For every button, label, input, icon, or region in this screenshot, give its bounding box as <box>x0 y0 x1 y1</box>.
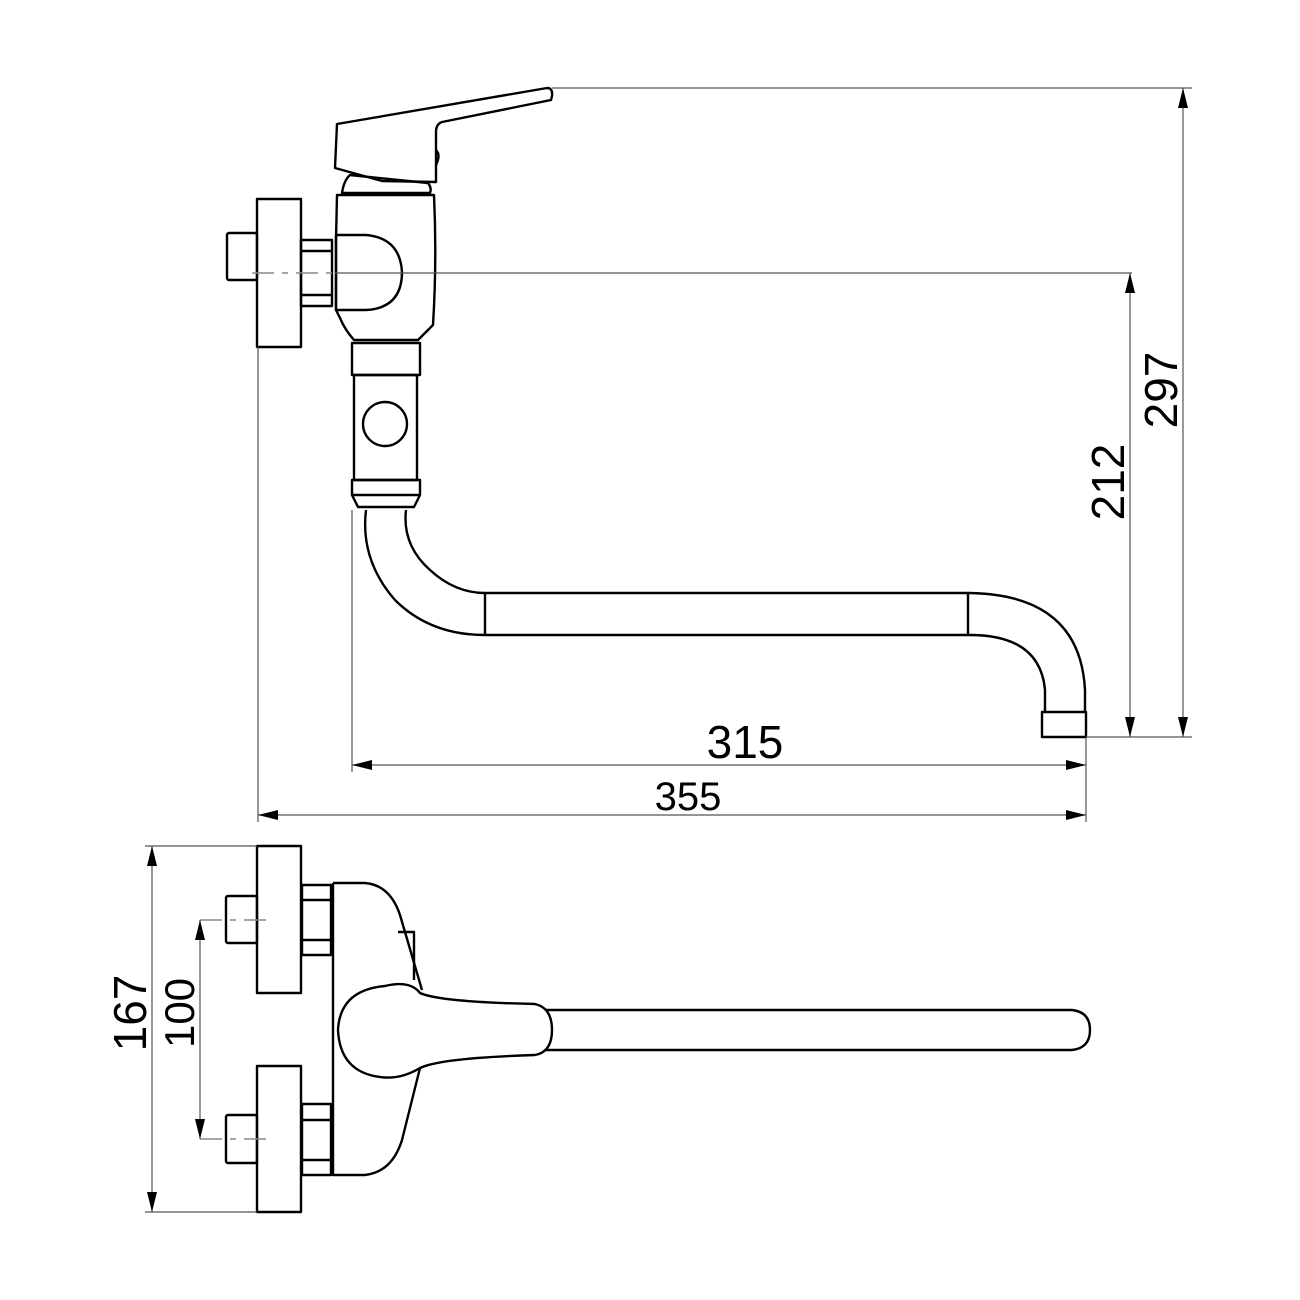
dimension-297: 297 <box>552 87 1192 738</box>
dimension-label: 297 <box>1135 352 1187 429</box>
side-view: 297 212 315 355 <box>225 86 1192 822</box>
dimension-355: 355 <box>257 347 1086 822</box>
top-view: 167 100 <box>104 844 1092 1214</box>
dimension-167: 167 <box>104 845 257 1213</box>
dimension-label: 100 <box>156 978 203 1048</box>
lower-ring <box>350 478 422 509</box>
spout-top <box>546 1008 1092 1052</box>
handle-top <box>336 982 554 1079</box>
cartridge-cap <box>340 173 432 195</box>
dimension-label: 212 <box>1082 444 1134 521</box>
dimension-100: 100 <box>156 920 205 1139</box>
dimension-label: 355 <box>655 775 722 819</box>
body-outline <box>331 881 424 1177</box>
dimension-315: 315 <box>351 510 1087 822</box>
dimension-label: 315 <box>707 716 784 768</box>
body-dome <box>334 233 404 312</box>
aerator <box>1040 710 1088 739</box>
upper-ring <box>350 341 422 377</box>
dimension-label: 167 <box>104 975 156 1052</box>
upper-nut <box>300 883 333 957</box>
spout-pipe <box>363 509 1088 739</box>
lower-nut <box>300 1102 333 1177</box>
diverter-hole <box>361 400 409 448</box>
body-block <box>398 930 416 980</box>
wall-stub <box>225 231 259 282</box>
dimension-212: 212 <box>1082 273 1135 737</box>
handle-lever <box>333 86 554 184</box>
valve-body <box>334 193 437 342</box>
